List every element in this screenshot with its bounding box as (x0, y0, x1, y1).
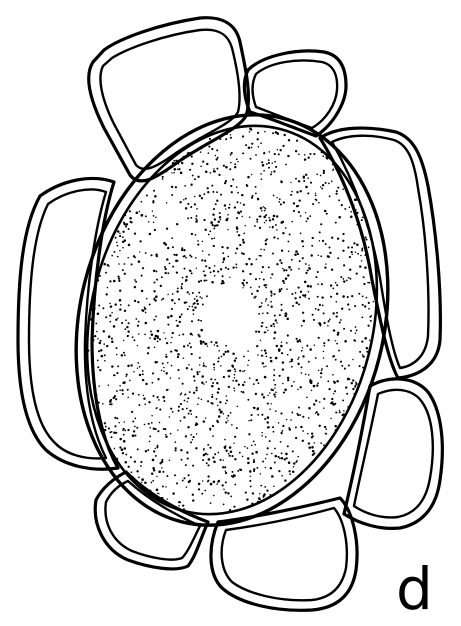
surrounding-cell-bottom (211, 498, 357, 610)
panel-label: d (396, 560, 433, 618)
surrounding-cell-right-lower (344, 379, 442, 528)
surrounding-cell-bottom-left (95, 472, 208, 569)
surrounding-cell-top-left (89, 18, 249, 181)
nucleolus (201, 282, 261, 346)
surrounding-cell-left (18, 178, 118, 469)
